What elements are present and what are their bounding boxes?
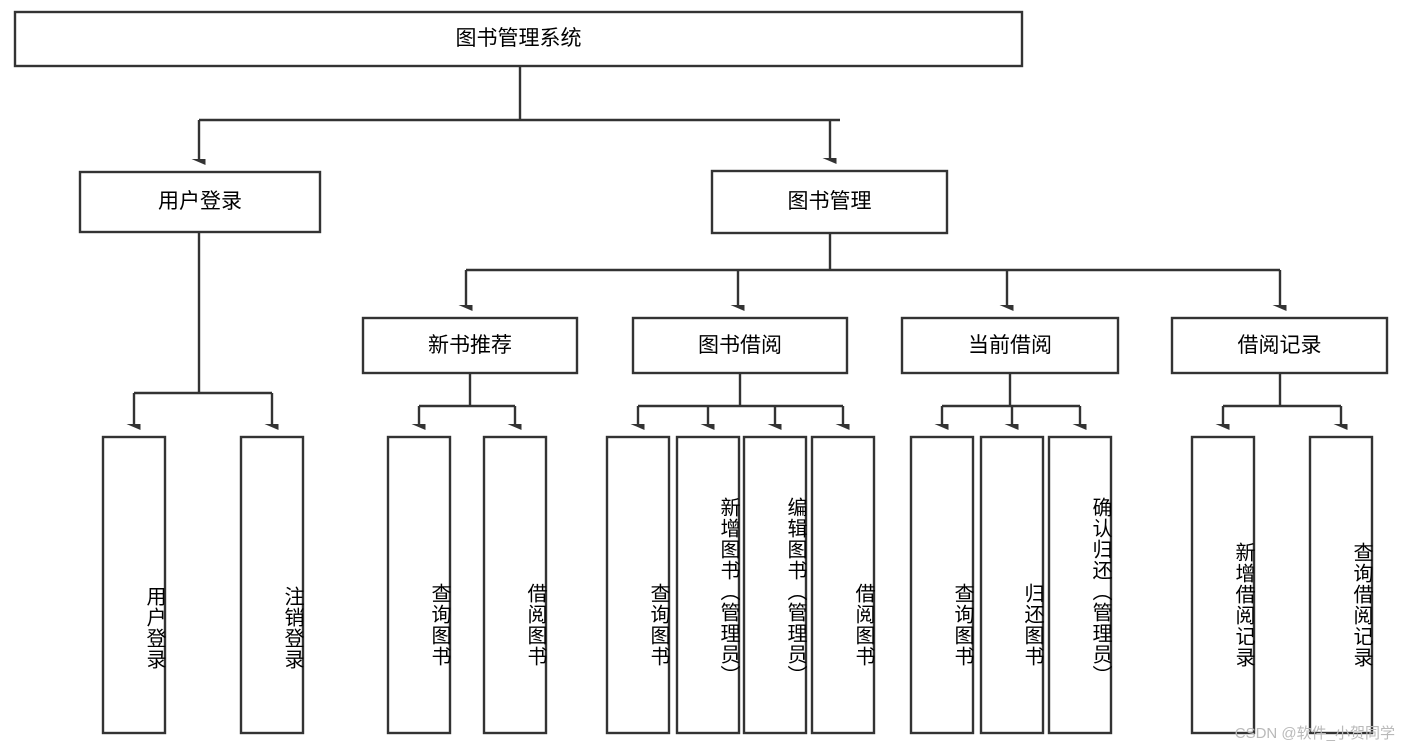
leaf-box (1047, 435, 1113, 735)
leaf-box (909, 435, 975, 735)
node-box-borrow-record (1170, 316, 1389, 375)
leaf-box (386, 435, 452, 735)
leaf-box (979, 435, 1045, 735)
leaf-box (1308, 435, 1374, 735)
watermark: CSDN @软件_小贺同学 (1234, 725, 1395, 742)
node-box-book-mgmt (710, 169, 949, 235)
connector-borrowrecord-to-leaves (1223, 373, 1341, 425)
connector-root-to-level1 (199, 66, 840, 160)
node-box-user-login (78, 170, 322, 234)
leaf-box (605, 435, 671, 735)
connector-bookborrow-to-leaves (638, 373, 843, 425)
connector-userlogin-to-leaves (134, 232, 272, 425)
leaf-box (1190, 435, 1256, 735)
leaf-box (101, 435, 167, 735)
connector-newbook-to-leaves (419, 373, 515, 425)
leaf-box (675, 435, 741, 735)
node-box-root (13, 10, 1024, 68)
leaf-box (482, 435, 548, 735)
leaf-box (810, 435, 876, 735)
connector-bookmgmt-to-level2 (466, 233, 1280, 306)
leaf-box (239, 435, 305, 735)
node-box-book-borrow (631, 316, 849, 375)
node-box-new-book-rec (361, 316, 579, 375)
connector-currentborrow-to-leaves (942, 373, 1080, 425)
leaf-box (742, 435, 808, 735)
node-box-current-borrow (900, 316, 1120, 375)
